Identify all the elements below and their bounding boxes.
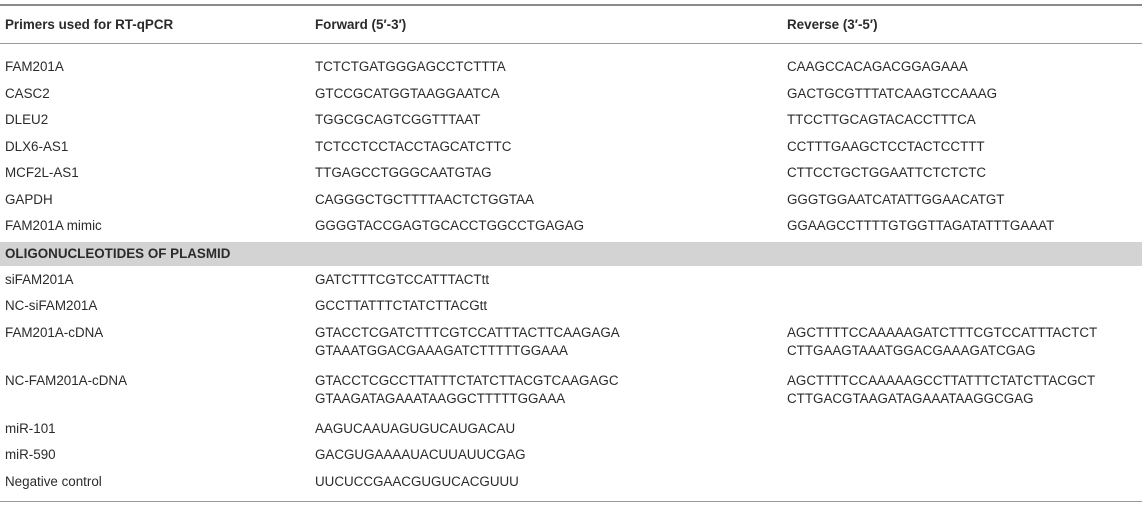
reverse-sequence: CTTCCTGCTGGAATTCTCTCTC (787, 164, 1142, 182)
row-name: DLX6-AS1 (5, 138, 69, 154)
table-row: miR-101 AAGUCAAUAGUGUCAUGACAU (0, 416, 1142, 443)
table-bottom-rule (0, 501, 1142, 502)
row-name: siFAM201A (5, 271, 74, 287)
header-rule (0, 43, 1142, 44)
forward-sequence: AAGUCAAUAGUGUCAUGACAU (315, 420, 787, 438)
sequence-line: AGCTTTTCCAAAAAGATCTTTCGTCCATTTACTCT (787, 324, 1098, 340)
row-name: NC-FAM201A-cDNA (5, 372, 128, 388)
sequence-line: GTACCTCGATCTTTCGTCCATTTACTTCAAGAGA (315, 324, 620, 340)
row-name: CASC2 (5, 85, 50, 101)
table-row: Negative control UUCUCCGAACGUGUCACGUUU (0, 469, 1142, 496)
sequence-line: TCTCCTCCTACCTAGCATCTTC (315, 138, 512, 154)
table-row: FAM201A-cDNA GTACCTCGATCTTTCGTCCATTTACTTC… (0, 320, 1142, 368)
reverse-sequence: AGCTTTTCCAAAAAGATCTTTCGTCCATTTACTCT CTTGA… (787, 324, 1142, 360)
forward-sequence: GCCTTATTTCTATCTTACGtt (315, 297, 787, 315)
table-header-row: Primers used for RT-qPCR Forward (5′-3′)… (0, 6, 1142, 43)
forward-sequence: TCTCTGATGGGAGCCTCTTTA (315, 58, 787, 76)
header-primers: Primers used for RT-qPCR (5, 17, 174, 32)
forward-sequence: TTGAGCCTGGGCAATGTAG (315, 164, 787, 182)
table-row: DLX6-AS1 TCTCCTCCTACCTAGCATCTTC CCTTTGAAGC… (0, 134, 1142, 161)
sequence-line: TTCCTTGCAGTACACCTTTCA (787, 112, 976, 128)
row-name: MCF2L-AS1 (5, 165, 79, 181)
sequence-line: AAGUCAAUAGUGUCAUGACAU (315, 420, 516, 436)
sequence-line: GTCCGCATGGTAAGGAATCA (315, 85, 500, 101)
primer-rows: FAM201A TCTCTGATGGGAGCCTCTTTA CAAGCCACAGAC… (0, 54, 1142, 240)
reverse-sequence: AGCTTTTCCAAAAAGCCTTATTTCTATCTTACGCT CTTGA… (787, 372, 1142, 408)
table-row: miR-590 GACGUGAAAAUACUUAUUCGAG (0, 442, 1142, 469)
header-reverse: Reverse (3′-5′) (787, 17, 878, 32)
sequence-line: GGGGTACCGAGTGCACCTGGCCTGAGAG (315, 218, 585, 234)
sequence-line: CTTGAAGTAAATGGACGAAAGATCGAG (787, 342, 1036, 358)
table-row: siFAM201A GATCTTTCGTCCATTTACTtt (0, 267, 1142, 294)
reverse-sequence: CAAGCCACAGACGGAGAAA (787, 58, 1142, 76)
table-row: NC-siFAM201A GCCTTATTTCTATCTTACGtt (0, 293, 1142, 320)
sequence-line: UUCUCCGAACGUGUCACGUUU (315, 473, 519, 489)
row-name: FAM201A (5, 59, 64, 75)
table-row: DLEU2 TGGCGCAGTCGGTTTAAT TTCCTTGCAGTACACCT… (0, 107, 1142, 134)
row-name: miR-590 (5, 447, 56, 463)
row-name: DLEU2 (5, 112, 49, 128)
forward-sequence: GTACCTCGATCTTTCGTCCATTTACTTCAAGAGA GTAAAT… (315, 324, 787, 360)
sequence-line: CTTGACGTAAGATAGAAATAAGGCGAG (787, 390, 1034, 406)
forward-sequence: GATCTTTCGTCCATTTACTtt (315, 271, 787, 289)
sequence-line: CTTCCTGCTGGAATTCTCTCTC (787, 165, 987, 181)
table-row: FAM201A TCTCTGATGGGAGCCTCTTTA CAAGCCACAGAC… (0, 54, 1142, 81)
table-row: GAPDH CAGGGCTGCTTTTAACTCTGGTAA GGGTGGAATCA… (0, 187, 1142, 214)
sequence-line: GTACCTCGCCTTATTTCTATCTTACGTCAAGAGC (315, 372, 619, 388)
sequence-line: GTAAGATAGAAATAAGGCTTTTTGGAAA (315, 390, 566, 406)
sequence-line: CAGGGCTGCTTTTAACTCTGGTAA (315, 191, 534, 207)
forward-sequence: UUCUCCGAACGUGUCACGUUU (315, 473, 787, 491)
row-name: miR-101 (5, 420, 56, 436)
row-name: FAM201A-cDNA (5, 324, 104, 340)
sequence-line: GATCTTTCGTCCATTTACTtt (315, 271, 490, 287)
sequence-line: GGAAGCCTTTTGTGGTTAGATATTTGAAAT (787, 218, 1055, 234)
forward-sequence: GTCCGCATGGTAAGGAATCA (315, 85, 787, 103)
forward-sequence: TGGCGCAGTCGGTTTAAT (315, 111, 787, 129)
table-row: FAM201A mimic GGGGTACCGAGTGCACCTGGCCTGAGA… (0, 213, 1142, 240)
reverse-sequence: GGAAGCCTTTTGTGGTTAGATATTTGAAAT (787, 217, 1142, 235)
sequence-line: CAAGCCACAGACGGAGAAA (787, 59, 968, 75)
section-header-oligonucleotides: OLIGONUCLEOTIDES OF PLASMID (0, 241, 1142, 266)
sequence-line: TGGCGCAGTCGGTTTAAT (315, 112, 481, 128)
table-row: MCF2L-AS1 TTGAGCCTGGGCAATGTAG CTTCCTGCTGGA… (0, 160, 1142, 187)
sequence-line: TTGAGCCTGGGCAATGTAG (315, 165, 492, 181)
sequence-line: CCTTTGAAGCTCCTACTCCTTT (787, 138, 985, 154)
sequence-line: GACGUGAAAAUACUUAUUCGAG (315, 447, 526, 463)
forward-sequence: GTACCTCGCCTTATTTCTATCTTACGTCAAGAGC GTAAGA… (315, 372, 787, 408)
reverse-sequence: TTCCTTGCAGTACACCTTTCA (787, 111, 1142, 129)
row-name: NC-siFAM201A (5, 298, 98, 314)
sequence-line: GTAAATGGACGAAAGATCTTTTTGGAAA (315, 342, 568, 358)
forward-sequence: TCTCCTCCTACCTAGCATCTTC (315, 138, 787, 156)
forward-sequence: GACGUGAAAAUACUUAUUCGAG (315, 446, 787, 464)
sequence-line: GCCTTATTTCTATCTTACGtt (315, 298, 488, 314)
table-top-rule (0, 4, 1142, 6)
row-name: Negative control (5, 473, 102, 489)
sequence-line: TCTCTGATGGGAGCCTCTTTA (315, 59, 506, 75)
primer-table: Primers used for RT-qPCR Forward (5′-3′)… (0, 4, 1142, 502)
row-name: FAM201A mimic (5, 218, 102, 234)
sequence-line: AGCTTTTCCAAAAAGCCTTATTTCTATCTTACGCT (787, 372, 1096, 388)
forward-sequence: GGGGTACCGAGTGCACCTGGCCTGAGAG (315, 217, 787, 235)
table-row: NC-FAM201A-cDNA GTACCTCGCCTTATTTCTATCTTAC… (0, 368, 1142, 416)
forward-sequence: CAGGGCTGCTTTTAACTCTGGTAA (315, 191, 787, 209)
row-name: GAPDH (5, 191, 53, 207)
reverse-sequence: CCTTTGAAGCTCCTACTCCTTT (787, 138, 1142, 156)
reverse-sequence: GACTGCGTTTATCAAGTCCAAAG (787, 85, 1142, 103)
sequence-line: GACTGCGTTTATCAAGTCCAAAG (787, 85, 998, 101)
header-forward: Forward (5′-3′) (315, 17, 407, 32)
reverse-sequence: GGGTGGAATCATATTGGAACATGT (787, 191, 1142, 209)
sequence-line: GGGTGGAATCATATTGGAACATGT (787, 191, 1005, 207)
table-row: CASC2 GTCCGCATGGTAAGGAATCA GACTGCGTTTATCAA… (0, 81, 1142, 108)
